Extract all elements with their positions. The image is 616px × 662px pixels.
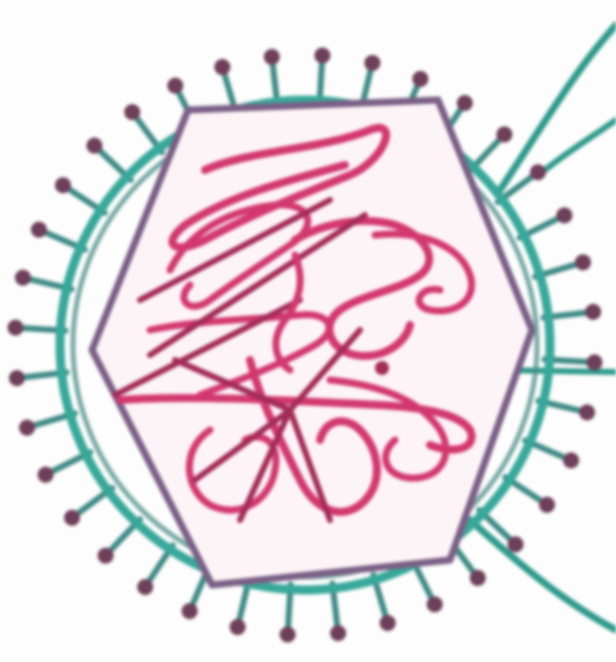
spike-head: [64, 510, 80, 526]
spike-head: [124, 104, 140, 120]
spike-head: [19, 420, 35, 436]
spike-head: [585, 304, 601, 320]
spike-head: [280, 626, 296, 642]
spike-head: [412, 71, 428, 87]
leader-line-capsid: [545, 120, 616, 170]
spike-head: [575, 254, 591, 270]
leader-line-envelope: [500, 25, 616, 190]
spike-head: [563, 452, 579, 468]
spike-head: [330, 625, 346, 641]
spike-head: [314, 48, 330, 64]
spike-head: [427, 596, 443, 612]
spike-head: [579, 404, 595, 420]
spike-head: [230, 619, 246, 635]
spike-head: [15, 270, 31, 286]
spike-head: [8, 320, 24, 336]
spike-head: [539, 497, 555, 513]
spike-head: [470, 570, 486, 586]
spike-head: [9, 370, 25, 386]
spike-head: [530, 164, 546, 180]
spike-head: [38, 467, 54, 483]
spike-head: [457, 95, 473, 111]
spike-head: [137, 579, 153, 595]
genome-label-point: [375, 361, 389, 375]
spike-head: [586, 354, 602, 370]
spike-head: [55, 177, 71, 193]
spike-head: [556, 207, 572, 223]
leader-line-spike: [470, 520, 616, 630]
spike-head: [182, 603, 198, 619]
spike-head: [31, 222, 47, 238]
spike-head: [364, 55, 380, 71]
spike-head: [508, 536, 524, 552]
spike-head: [496, 126, 512, 142]
spike-head: [167, 78, 183, 94]
spike-head: [380, 615, 396, 631]
spike-head: [86, 138, 102, 154]
spike-head: [264, 49, 280, 65]
spike-head: [214, 59, 230, 75]
spike-head: [98, 548, 114, 564]
